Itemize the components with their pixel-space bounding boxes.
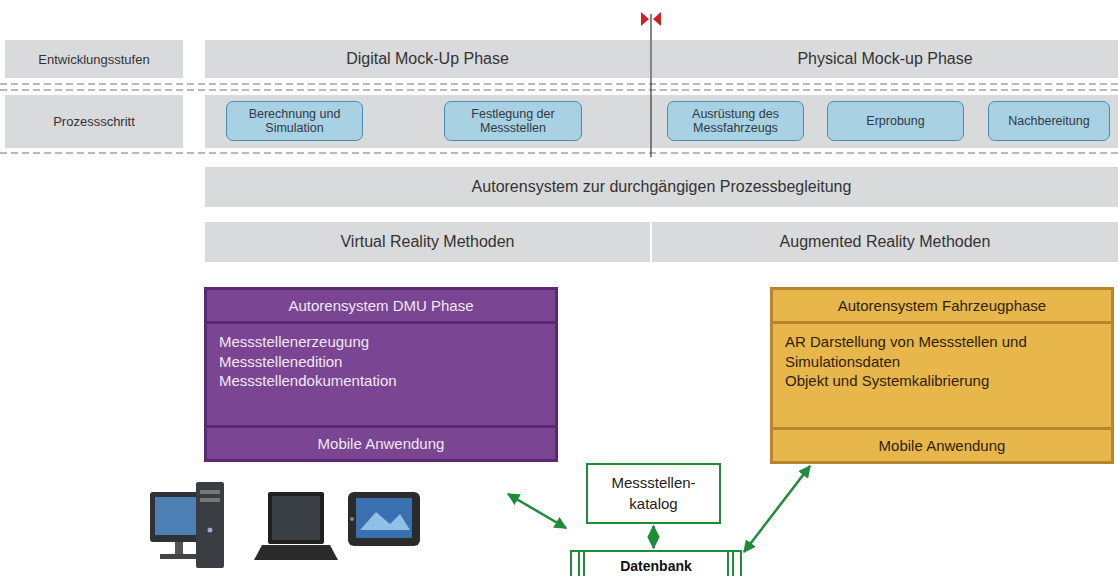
- panel-body: AR Darstellung von Messstellen und Simul…: [773, 324, 1111, 427]
- node-text: Objekt und Systemkalibrierung: [785, 371, 1101, 391]
- boundary-marker: [641, 12, 661, 26]
- database-bar: [583, 552, 585, 576]
- node-text: Autorensystem DMU Phase: [207, 290, 555, 324]
- node-text: Erprobung: [866, 114, 924, 128]
- process-step: Berechnung und Simulation: [226, 101, 363, 141]
- node-text: Nachbereitung: [1008, 114, 1089, 128]
- method-band: Virtual Reality Methoden: [205, 222, 650, 262]
- authoring-panel: Autorensystem Fahrzeugphase AR Darstellun…: [770, 287, 1114, 464]
- process-step: Ausrüstung des Messfahrzeugs: [667, 101, 804, 141]
- node-text: AR Darstellung von Messstellen und Simul…: [785, 332, 1101, 371]
- panel-body: MessstellenerzeugungMessstelleneditionMe…: [207, 324, 555, 425]
- laptop-icon: [254, 492, 338, 560]
- node-text: Messstellendokumentation: [219, 371, 545, 391]
- step-label: Prozessschritt: [5, 95, 183, 148]
- dashed-separator: [0, 83, 1118, 84]
- dashed-separator: [0, 89, 1118, 90]
- node-text: Digital Mock-Up Phase: [346, 50, 509, 68]
- desktop-icon: [150, 482, 224, 568]
- node-text: Entwicklungsstufen: [38, 52, 149, 67]
- node-text: Autorensystem Fahrzeugphase: [773, 290, 1111, 324]
- phase-boundary: [650, 14, 651, 157]
- process-step: Nachbereitung: [988, 101, 1110, 141]
- node-text: Augmented Reality Methoden: [780, 233, 991, 251]
- device-arrow: [508, 494, 566, 528]
- system-band: Autorensystem zur durchgängigen Prozessb…: [205, 167, 1118, 207]
- umpc-icon: [348, 492, 420, 546]
- node-text: Berechnung und Simulation: [233, 107, 356, 136]
- node-text: Mobile Anwendung: [773, 427, 1111, 461]
- database: Datenbank: [570, 550, 742, 576]
- stage-label: Entwicklungsstufen: [5, 40, 183, 78]
- phase-band: Digital Mock-Up Phase: [205, 40, 650, 78]
- dashed-separator: [0, 152, 1118, 153]
- phase-band: Physical Mock-up Phase: [652, 40, 1118, 78]
- node-text: Physical Mock-up Phase: [797, 50, 972, 68]
- database-bar: [727, 552, 729, 576]
- database-bar: [732, 552, 734, 576]
- authoring-panel: Autorensystem DMU PhaseMessstellenerzeug…: [204, 287, 558, 462]
- catalog-box: Messstellen- katalog: [586, 463, 721, 524]
- node-text: Messstellen- katalog: [604, 473, 704, 514]
- node-text: Autorensystem zur durchgängigen Prozessb…: [472, 178, 852, 196]
- node-text: Virtual Reality Methoden: [340, 233, 514, 251]
- node-text: Festlegung der Messstellen: [451, 107, 575, 136]
- node-text: Datenbank: [620, 558, 692, 574]
- connector-arrow: [652, 526, 655, 548]
- process-band: [205, 95, 1118, 148]
- node-text: Messstellenedition: [219, 352, 545, 372]
- node-text: Prozessschritt: [53, 114, 135, 129]
- node-text: Mobile Anwendung: [207, 425, 555, 459]
- connector-arrow: [744, 466, 810, 552]
- database-bar: [578, 552, 580, 576]
- process-step: Erprobung: [827, 101, 964, 141]
- node-text: Messstellenerzeugung: [219, 332, 545, 352]
- node-text: Ausrüstung des Messfahrzeugs: [674, 107, 797, 136]
- process-step: Festlegung der Messstellen: [444, 101, 582, 141]
- method-band: Augmented Reality Methoden: [652, 222, 1118, 262]
